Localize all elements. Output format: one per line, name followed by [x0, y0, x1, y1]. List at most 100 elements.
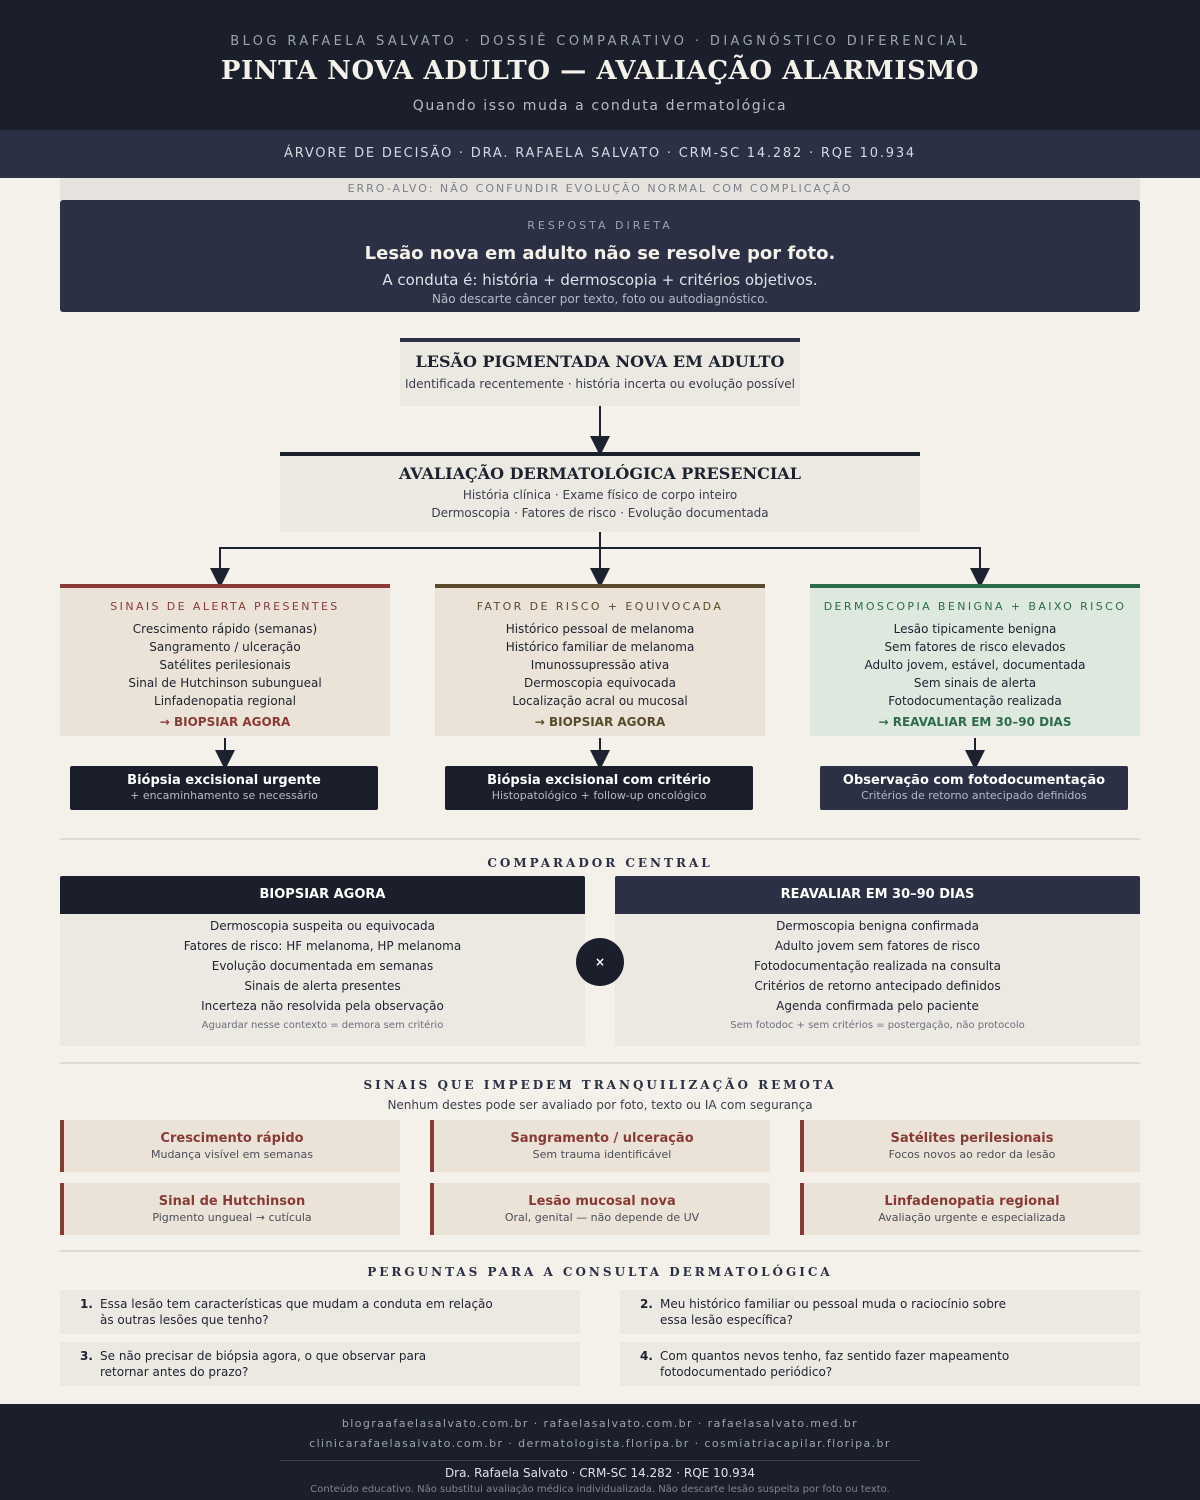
outcome-urgent-biopsy: Biópsia excisional urgente + encaminhame…: [70, 766, 378, 810]
warning-sign-title: Sinal de Hutchinson: [158, 1194, 306, 1209]
outcome-observation: Observação com fotodocumentação Critério…: [820, 766, 1128, 810]
footer-signature: Dra. Rafaela Salvato · CRM-SC 14.282 · R…: [444, 1466, 756, 1480]
branch-item: Linfadenopatia regional: [154, 694, 296, 708]
node-new-lesion: LESÃO PIGMENTADA NOVA EM ADULTO Identifi…: [400, 338, 800, 406]
node-new-lesion-title: LESÃO PIGMENTADA NOVA EM ADULTO: [415, 352, 785, 371]
branch-item: Localização acral ou mucosal: [512, 694, 688, 708]
comparator-item: Evolução documentada em semanas: [211, 959, 434, 973]
question-number: 3.: [80, 1349, 93, 1363]
warning-signs-title: SINAIS QUE IMPEDEM TRANQUILIZAÇÃO REMOTA: [363, 1078, 837, 1092]
node-evaluation-title: AVALIAÇÃO DERMATOLÓGICA PRESENCIAL: [399, 464, 801, 483]
header-kicker: BLOG RAFAELA SALVATO · DOSSIÊ COMPARATIV…: [230, 34, 970, 49]
branch-item: Fotodocumentação realizada: [888, 694, 1062, 708]
branch-alert-signs: SINAIS DE ALERTA PRESENTES Crescimento r…: [60, 584, 390, 736]
warning-sign-title: Satélites perilesionais: [890, 1131, 1054, 1146]
section-divider: [60, 838, 1140, 840]
warning-sign-text: Sem trauma identificável: [532, 1148, 672, 1161]
warning-sign-card: Crescimento rápido Mudança visível em se…: [60, 1120, 400, 1172]
direct-answer-line1: Lesão nova em adulto não se resolve por …: [364, 243, 836, 264]
node-evaluation-line1: História clínica · Exame físico de corpo…: [462, 488, 738, 502]
footer-links-2: clinicarafaelasalvato.com.br · dermatolo…: [309, 1437, 891, 1450]
node-evaluation-line2: Dermoscopia · Fatores de risco · Evoluçã…: [431, 506, 769, 520]
direct-answer-panel: RESPOSTA DIRETA Lesão nova em adulto não…: [60, 200, 1140, 312]
question-line: Essa lesão tem características que mudam…: [100, 1297, 493, 1311]
warning-sign-card: Sinal de Hutchinson Pigmento ungueal → c…: [60, 1183, 400, 1235]
branch-header: DERMOSCOPIA BENIGNA + BAIXO RISCO: [823, 600, 1127, 613]
outcome-title: Biópsia excisional urgente: [127, 773, 321, 788]
outcome-criteria-biopsy: Biópsia excisional com critério Histopat…: [445, 766, 753, 810]
page-footer: blograafaelasalvato.com.br · rafaelasalv…: [0, 1404, 1200, 1500]
question-item: 2. Meu histórico familiar ou pessoal mud…: [620, 1290, 1140, 1334]
warning-sign-title: Linfadenopatia regional: [884, 1194, 1060, 1209]
comparator-item: Adulto jovem sem fatores de risco: [774, 939, 981, 953]
questions-title: PERGUNTAS PARA A CONSULTA DERMATOLÓGICA: [367, 1265, 833, 1279]
comparator-item: Fotodocumentação realizada na consulta: [754, 959, 1001, 973]
question-line: Meu histórico familiar ou pessoal muda o…: [660, 1297, 1006, 1311]
question-number: 1.: [80, 1297, 93, 1311]
branch-action: → BIOPSIAR AGORA: [534, 715, 666, 729]
branch-risk-factor: FATOR DE RISCO + EQUIVOCADA Histórico pe…: [435, 584, 765, 736]
question-line: às outras lesões que tenho?: [100, 1313, 269, 1327]
versus-icon: ×: [576, 938, 624, 986]
flow-connectors: [210, 406, 990, 770]
warning-sign-title: Lesão mucosal nova: [528, 1194, 676, 1209]
question-item: 3. Se não precisar de biópsia agora, o q…: [60, 1342, 580, 1386]
branch-item: Sem fatores de risco elevados: [884, 640, 1066, 654]
warning-sign-text: Pigmento ungueal → cutícula: [152, 1211, 312, 1224]
warning-sign-text: Focos novos ao redor da lesão: [888, 1148, 1056, 1161]
comparator-item: Agenda confirmada pelo paciente: [776, 999, 979, 1013]
outcome-title: Observação com fotodocumentação: [842, 773, 1106, 788]
node-in-person-evaluation: AVALIAÇÃO DERMATOLÓGICA PRESENCIAL Histó…: [280, 452, 920, 532]
page-subtitle: Quando isso muda a conduta dermatológica: [412, 98, 788, 114]
warning-sign-title: Sangramento / ulceração: [510, 1131, 694, 1146]
comparator-biopsy-now: BIOPSIAR AGORA Dermoscopia suspeita ou e…: [60, 876, 585, 1046]
comparator-item: Critérios de retorno antecipado definido…: [754, 979, 1001, 993]
footer-disclaimer: Conteúdo educativo. Não substitui avalia…: [310, 1484, 890, 1495]
warning-sign-title: Crescimento rápido: [160, 1131, 304, 1146]
branch-connector: [219, 547, 981, 578]
warning-signs-subtitle: Nenhum destes pode ser avaliado por foto…: [387, 1098, 813, 1112]
footer-divider: [280, 1460, 920, 1461]
node-new-lesion-text: Identificada recentemente · história inc…: [404, 377, 796, 391]
comparator-item: Sinais de alerta presentes: [244, 979, 401, 993]
comparator-header: REAVALIAR EM 30–90 DIAS: [615, 876, 1140, 914]
question-line: Com quantos nevos tenho, faz sentido faz…: [660, 1349, 1010, 1363]
comparator-title: COMPARADOR CENTRAL: [487, 856, 713, 870]
direct-answer-line2: A conduta é: história + dermoscopia + cr…: [382, 271, 818, 289]
branch-item: Dermoscopia equivocada: [524, 676, 676, 690]
branch-item: Sangramento / ulceração: [149, 640, 301, 654]
question-line: Se não precisar de biópsia agora, o que …: [100, 1349, 427, 1363]
warning-sign-text: Oral, genital — não depende de UV: [504, 1211, 700, 1224]
branch-item: Histórico pessoal de melanoma: [505, 622, 695, 636]
branch-header: SINAIS DE ALERTA PRESENTES: [110, 600, 340, 613]
branch-action: → REAVALIAR EM 30–90 DIAS: [878, 715, 1072, 729]
comparator-note: Sem fotodoc + sem critérios = postergaçã…: [730, 1020, 1025, 1031]
target-error-strip: ERRO-ALVO: NÃO CONFUNDIR EVOLUÇÃO NORMAL…: [60, 178, 1140, 200]
branch-item: Satélites perilesionais: [159, 658, 291, 672]
comparator-reevaluate: REAVALIAR EM 30–90 DIAS Dermoscopia beni…: [615, 876, 1140, 1046]
comparator-item: Dermoscopia suspeita ou equivocada: [209, 919, 436, 933]
author-band: ÁRVORE DE DECISÃO · DRA. RAFAELA SALVATO…: [0, 130, 1200, 178]
comparator-item: Incerteza não resolvida pela observação: [201, 999, 444, 1013]
direct-answer-line3: Não descarte câncer por texto, foto ou a…: [431, 292, 769, 306]
outcome-subtitle: Histopatológico + follow-up oncológico: [491, 789, 707, 802]
question-line: fotodocumentado periódico?: [660, 1365, 833, 1379]
question-item: 4. Com quantos nevos tenho, faz sentido …: [620, 1342, 1140, 1386]
outcome-subtitle: Critérios de retorno antecipado definido…: [861, 789, 1087, 802]
warning-sign-text: Avaliação urgente e especializada: [878, 1211, 1066, 1224]
warning-sign-card: Lesão mucosal nova Oral, genital — não d…: [430, 1183, 770, 1235]
outcome-title: Biópsia excisional com critério: [487, 773, 711, 788]
question-number: 4.: [640, 1349, 653, 1363]
branch-item: Crescimento rápido (semanas): [132, 622, 318, 636]
section-divider: [60, 1062, 1140, 1064]
warning-sign-text: Mudança visível em semanas: [150, 1148, 313, 1161]
branch-item: Sinal de Hutchinson subungueal: [128, 676, 322, 690]
warning-sign-card: Sangramento / ulceração Sem trauma ident…: [430, 1120, 770, 1172]
branch-action: → BIOPSIAR AGORA: [159, 715, 291, 729]
section-divider: [60, 1250, 1140, 1252]
footer-links-1: blograafaelasalvato.com.br · rafaelasalv…: [341, 1417, 859, 1430]
branch-benign-low-risk: DERMOSCOPIA BENIGNA + BAIXO RISCO Lesão …: [810, 584, 1140, 736]
question-item: 1. Essa lesão tem características que mu…: [60, 1290, 580, 1334]
comparator-item: Fatores de risco: HF melanoma, HP melano…: [183, 939, 462, 953]
comparator-header: BIOPSIAR AGORA: [60, 876, 585, 914]
